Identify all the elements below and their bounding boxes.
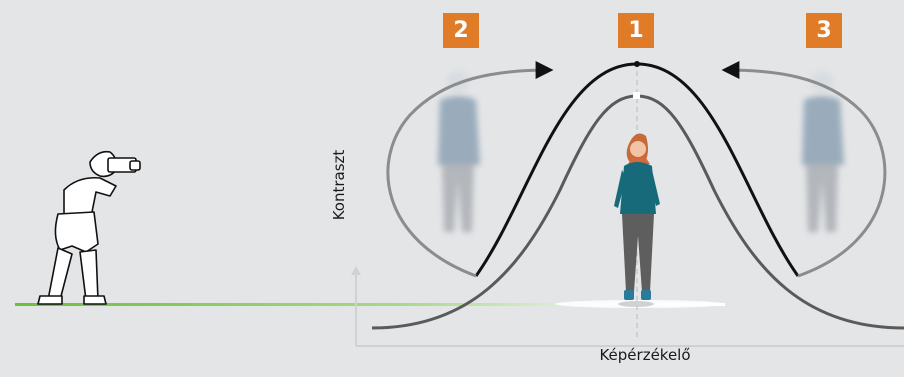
x-axis-label: Képérzékelő <box>560 346 730 364</box>
badge-1: 1 <box>618 13 654 48</box>
peak-marker-inner <box>633 92 640 99</box>
peak-marker-outer <box>634 61 640 67</box>
woman-figure-blurred-left <box>438 71 480 232</box>
badge-2: 2 <box>443 13 479 48</box>
photographer-icon <box>38 152 140 304</box>
y-axis-label: Kontraszt <box>330 140 354 230</box>
y-axis-arrow <box>351 266 361 275</box>
woman-figure-blurred-right <box>802 71 844 232</box>
badge-3: 3 <box>806 13 842 48</box>
